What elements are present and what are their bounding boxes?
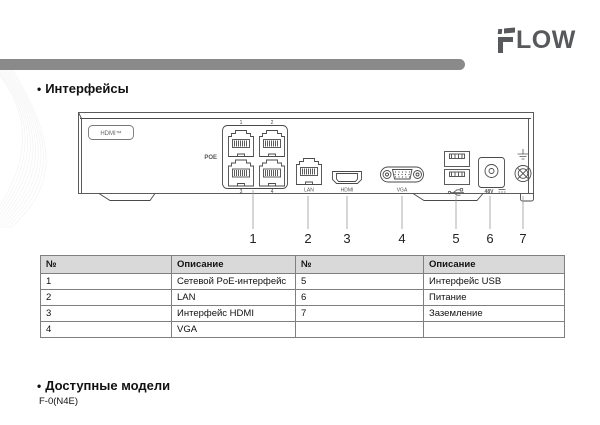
table-cell: 5 bbox=[295, 273, 424, 290]
bullet: • bbox=[37, 82, 42, 96]
callout-number-3: 3 bbox=[343, 231, 351, 246]
logo-text: LOW bbox=[516, 26, 576, 54]
table-cell: 4 bbox=[40, 321, 172, 338]
table-cell: 1 bbox=[40, 273, 172, 290]
table-cell: 6 bbox=[295, 289, 424, 306]
ground-icon bbox=[517, 149, 529, 160]
usb-ports bbox=[444, 151, 470, 196]
swirl-decoration bbox=[0, 70, 47, 228]
table-header-row: № Описание № Описание bbox=[40, 255, 565, 274]
ground-screw bbox=[514, 149, 532, 182]
hdmi-port-label: HDMI bbox=[341, 188, 354, 194]
callout-number-7: 7 bbox=[519, 231, 527, 246]
flow-logo: LOW bbox=[497, 26, 576, 54]
table-cell: 7 bbox=[295, 305, 424, 322]
interfaces-section-title: •Интерфейсы bbox=[37, 81, 129, 96]
table-cell: LAN bbox=[171, 289, 296, 306]
poe-port-group: POE 1 2 3 4 bbox=[204, 120, 288, 195]
poe-label: POE bbox=[204, 155, 217, 161]
hdmi-badge: HDMI™ bbox=[88, 125, 134, 140]
table-row: 3 Интерфейс HDMI 7 Заземление bbox=[40, 305, 565, 322]
table-header-cell: Описание bbox=[171, 255, 296, 274]
table-cell: Питание bbox=[423, 289, 565, 306]
header-divider-bar bbox=[0, 59, 465, 70]
poe-port-4-label: 4 bbox=[271, 189, 274, 195]
device-chassis bbox=[78, 112, 534, 202]
callout-number-2: 2 bbox=[304, 231, 312, 246]
table-cell: Сетевой PoE-интерфейс bbox=[171, 273, 296, 290]
table-cell: 2 bbox=[40, 289, 172, 306]
logo-f-glyph bbox=[497, 27, 516, 54]
bullet: • bbox=[37, 379, 42, 393]
lan-port-label: LAN bbox=[304, 188, 314, 194]
interfaces-title-text: Интерфейсы bbox=[45, 81, 129, 96]
table-row: 2 LAN 6 Питание bbox=[40, 289, 565, 306]
model-name: F-0(N4E) bbox=[39, 396, 79, 407]
power-jack: 48V bbox=[478, 157, 506, 195]
callout-number-6: 6 bbox=[486, 231, 494, 246]
models-title-text: Доступные модели bbox=[45, 378, 171, 393]
table-cell: Заземление bbox=[423, 305, 565, 322]
poe-port-1-label: 1 bbox=[240, 120, 243, 126]
table-cell: VGA bbox=[171, 321, 296, 338]
vga-port-label: VGA bbox=[397, 188, 408, 194]
table-header-cell: Описание bbox=[423, 255, 565, 274]
table-header-cell: № bbox=[40, 255, 172, 274]
table-row: 4 VGA bbox=[40, 321, 565, 338]
table-cell: Интерфейс HDMI bbox=[171, 305, 296, 322]
rear-panel-diagram: HDMI™ POE 1 2 3 4 LAN bbox=[78, 112, 534, 229]
vga-port: VGA bbox=[380, 166, 424, 194]
lan-port: LAN bbox=[296, 158, 322, 194]
dc-icon bbox=[498, 189, 506, 193]
callout-leader-lines bbox=[252, 190, 524, 229]
usb-icon bbox=[447, 188, 464, 196]
table-row: 1 Сетевой PoE-интерфейс 5 Интерфейс USB bbox=[40, 273, 565, 290]
callout-number-4: 4 bbox=[398, 231, 406, 246]
callout-number-1: 1 bbox=[249, 231, 257, 246]
table-cell bbox=[423, 321, 565, 338]
table-cell bbox=[295, 321, 424, 338]
models-section-title: •Доступные модели bbox=[37, 378, 170, 393]
interface-table: № Описание № Описание 1 Сетевой PoE-инте… bbox=[40, 255, 565, 338]
power-voltage-label: 48V bbox=[485, 189, 495, 195]
callout-number-5: 5 bbox=[452, 231, 460, 246]
hdmi-badge-text: HDMI™ bbox=[100, 130, 121, 137]
table-cell: 3 bbox=[40, 305, 172, 322]
poe-port-2-label: 2 bbox=[271, 120, 274, 126]
hdmi-port: HDMI bbox=[332, 171, 362, 194]
table-cell: Интерфейс USB bbox=[423, 273, 565, 290]
table-header-cell: № bbox=[295, 255, 424, 274]
poe-port-3-label: 3 bbox=[240, 189, 243, 195]
